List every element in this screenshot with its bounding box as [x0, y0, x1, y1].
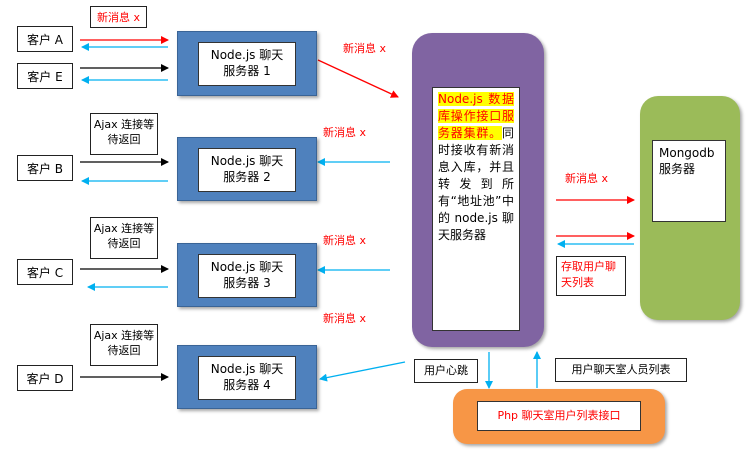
nodejs-server-1: Node.js 聊天服务器 1: [177, 31, 317, 96]
nodejs-server-4: Node.js 聊天服务器 4: [177, 345, 317, 409]
new-message-label-server-4: 新消息 x: [323, 312, 367, 325]
new-message-label-server-2: 新消息 x: [323, 126, 367, 139]
mongodb-label: Mongodb 服务器: [652, 140, 726, 222]
nodejs-db-cluster: Node.js 数据库操作接口服务器集群。同时接收有新消息入库，并且转发到所有“…: [412, 33, 544, 347]
new-message-label-server-3: 新消息 x: [323, 234, 367, 247]
nodejs-server-3: Node.js 聊天服务器 3: [177, 243, 317, 307]
new-message-label-client-a: 新消息 x: [90, 6, 148, 28]
client-d: 客户 D: [17, 365, 73, 391]
client-a: 客户 A: [17, 26, 73, 52]
nodejs-server-1-label: Node.js 聊天服务器 1: [198, 42, 296, 86]
php-user-list-interface: Php 聊天室用户列表接口: [453, 389, 665, 444]
ajax-wait-note-b: Ajax 连接等待返回: [90, 113, 158, 155]
nodejs-db-cluster-panel: Node.js 数据库操作接口服务器集群。同时接收有新消息入库，并且转发到所有“…: [432, 87, 520, 331]
nodejs-server-4-label: Node.js 聊天服务器 4: [198, 356, 296, 400]
nodejs-server-2-label: Node.js 聊天服务器 2: [198, 148, 296, 192]
ajax-wait-note-d: Ajax 连接等待返回: [90, 324, 158, 366]
arrow-cluster-to-server-4: [319, 361, 406, 382]
client-c: 客户 C: [17, 259, 73, 285]
room-user-list-label: 用户聊天室人员列表: [555, 358, 687, 382]
store-fetch-user-list-label: 存取用户聊天列表: [556, 256, 626, 296]
cluster-description: 同时接收有新消息入库，并且转发到所有“地址池”中的 node.js 聊天服务器: [438, 126, 514, 242]
new-message-label-mongodb: 新消息 x: [565, 172, 609, 185]
nodejs-server-2: Node.js 聊天服务器 2: [177, 137, 317, 201]
client-b: 客户 B: [17, 155, 73, 181]
new-message-label-server-1: 新消息 x: [343, 42, 387, 55]
nodejs-server-3-label: Node.js 聊天服务器 3: [198, 254, 296, 298]
arrow-server-1-to-cluster: [317, 59, 399, 98]
user-heartbeat-label: 用户心跳: [414, 359, 478, 383]
cluster-title-highlight: Node.js 数据库操作接口服务器集群。: [438, 92, 514, 140]
client-e: 客户 E: [17, 63, 73, 89]
mongodb-server: Mongodb 服务器: [640, 96, 740, 320]
ajax-wait-note-c: Ajax 连接等待返回: [90, 217, 158, 259]
php-user-list-interface-label: Php 聊天室用户列表接口: [477, 401, 641, 431]
